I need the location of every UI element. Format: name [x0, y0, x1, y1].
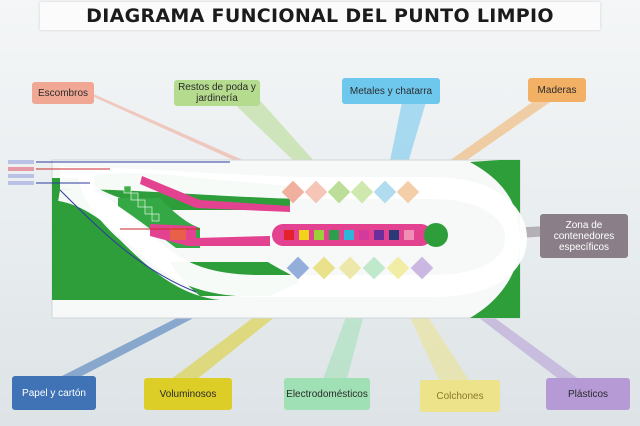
drop-zone-papel: [286, 256, 310, 280]
label-plasticos: Plásticos: [546, 378, 630, 410]
label-metales: Metales y chatarra: [342, 78, 440, 104]
access-road: [57, 167, 527, 297]
label-zona-contenedores: Zona de contenedores específicos: [540, 214, 628, 258]
drop-zone-voluminosos-2: [338, 256, 362, 280]
drop-zone-colchones: [386, 256, 410, 280]
drop-zone-plasticos: [410, 256, 434, 280]
green-area-right: [470, 160, 521, 318]
label-electrodomesticos: Electrodomésticos: [284, 378, 370, 410]
stair-block: [144, 206, 153, 215]
container-island-end: [424, 223, 448, 247]
stair-block: [151, 213, 160, 222]
label-voluminosos: Voluminosos: [144, 378, 232, 410]
drop-zone-voluminosos: [312, 256, 336, 280]
bin-magenta: [359, 230, 369, 240]
ramp-lower-block: [170, 228, 186, 240]
stair-block: [130, 192, 139, 201]
bin-green: [329, 230, 339, 240]
drop-zone-electrodomesticos: [362, 256, 386, 280]
bin-navy: [389, 230, 399, 240]
bin-cyan: [344, 230, 354, 240]
bin-yellow: [299, 230, 309, 240]
green-area-left: [52, 178, 220, 300]
legend-tag-2: [8, 167, 34, 171]
legend-tag-1: [8, 160, 34, 164]
flow-arrow-lower: [59, 189, 197, 293]
legend-tag-4: [8, 181, 34, 185]
label-papel: Papel y cartón: [12, 376, 96, 410]
label-restos-poda: Restos de poda y jardinería: [174, 80, 260, 106]
bin-pink: [404, 230, 414, 240]
legend-tag-3: [8, 174, 34, 178]
bin-purple: [374, 230, 384, 240]
label-maderas: Maderas: [528, 78, 586, 102]
label-escombros: Escombros: [32, 82, 94, 104]
label-colchones: Colchones: [420, 380, 500, 412]
ramp-upper: [140, 176, 290, 212]
stair-block: [137, 199, 146, 208]
stair-block: [123, 185, 132, 194]
page-title: DIAGRAMA FUNCIONAL DEL PUNTO LIMPIO: [40, 2, 600, 30]
bin-red: [284, 230, 294, 240]
bin-lime: [314, 230, 324, 240]
